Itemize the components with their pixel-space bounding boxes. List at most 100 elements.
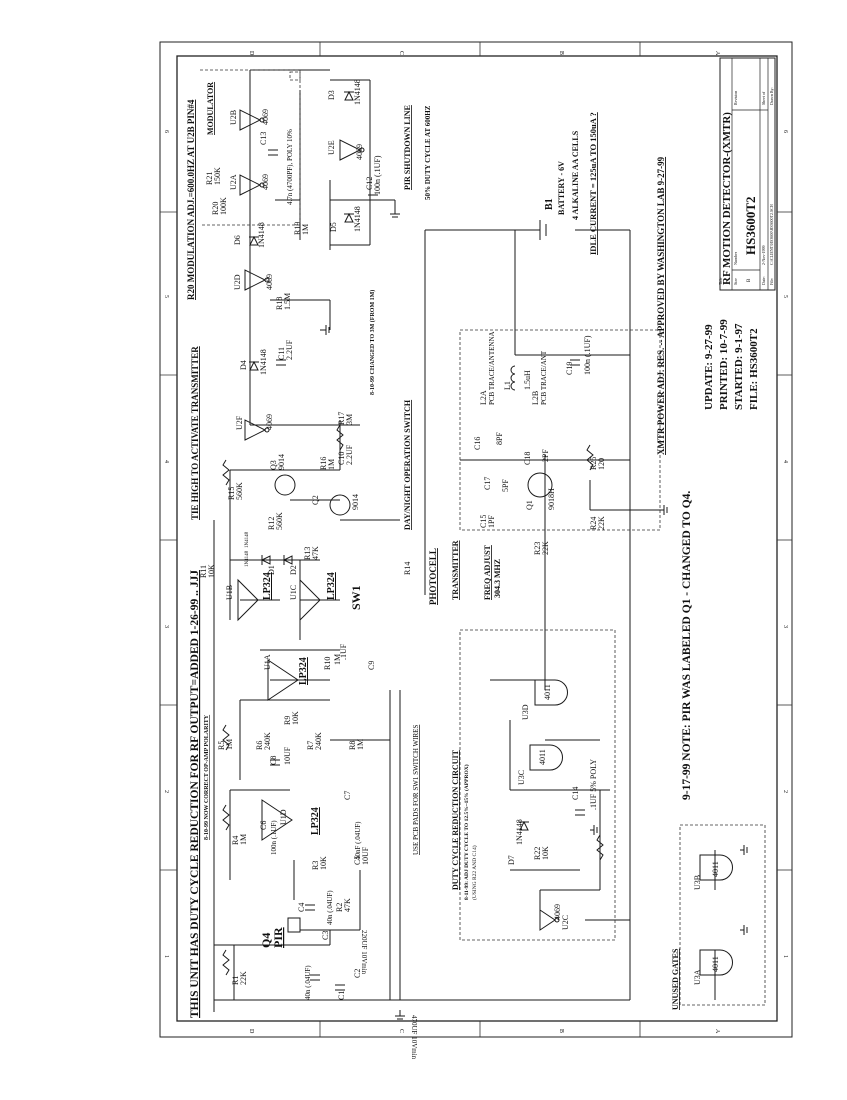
u1b-part: LP324 — [262, 572, 273, 600]
c11-label: C11 — [277, 347, 286, 360]
c11-value: 2.2UF — [285, 339, 294, 360]
r15-value: 560K — [235, 482, 244, 500]
r16-label: R16 — [319, 457, 328, 470]
d4-label: D4 — [239, 360, 248, 370]
r12-label: R12 — [267, 517, 276, 530]
note-duty-reduction-adj: 8-11-99: ADJ DUTY CYCLE TO 12.5%~15% (AP… — [463, 764, 470, 900]
u2f-bubble — [264, 427, 270, 433]
c2-label: C2 — [353, 969, 362, 978]
c8-label: C8 — [269, 756, 278, 765]
q1-symbol — [527, 472, 553, 498]
note-cells: 4 ALKALINE AA CELLS — [571, 130, 580, 220]
zone-letter-a: A — [714, 51, 720, 56]
r2-label: R2 — [335, 903, 344, 912]
r6-value: 240K — [263, 732, 272, 750]
note-opamp-polarity: 8-10-99 NOW CORRECT OP-AMP POLARITY — [204, 714, 210, 840]
zone-letter-a-bottom: A — [714, 1029, 720, 1034]
c6-label: C6 — [259, 821, 268, 830]
d7-label: D7 — [507, 855, 516, 865]
r15-label: R15 — [227, 487, 236, 500]
l2b-label: L2B — [531, 391, 540, 405]
u1d-symbol — [261, 799, 293, 841]
note-pcb-pads: USE PCB PADS FOR SW1 SWITCH WIRES — [412, 725, 420, 855]
r20-value: 100K — [219, 197, 228, 215]
r8-value: 1M — [356, 739, 365, 750]
c16-value: 8PF — [495, 432, 504, 445]
duty-reduction-box — [459, 629, 616, 941]
title-block: Title RF MOTION DETECTOR-(XMTR) Size B N… — [718, 57, 776, 291]
d5-label: D5 — [329, 222, 338, 232]
d6-value: 1N4148 — [257, 222, 266, 248]
zone-letter-c: C — [398, 51, 404, 55]
zone-number-2-right: 2 — [782, 790, 788, 793]
r2-value: 47K — [343, 898, 352, 912]
u2c-value: 4069 — [553, 904, 562, 920]
zone-markers — [160, 42, 792, 1037]
c4-label: C4 — [297, 903, 306, 912]
c1-label: C1 — [337, 991, 346, 1000]
c13-value: 4.7n (4700PF), POLY 10% — [286, 129, 294, 205]
u3d-symbol — [534, 679, 568, 706]
ground-symbols — [320, 210, 748, 1020]
drawing-title: RF MOTION DETECTOR-(XMTR) — [721, 112, 733, 285]
note-day-night: DAY/NIGHT OPERATION SWITCH — [403, 399, 412, 530]
modulator-box — [200, 69, 301, 226]
c13-label: C13 — [259, 132, 268, 145]
zone-number-3: 3 — [163, 625, 169, 628]
note-transmitter: TRANSMITTER — [451, 540, 460, 600]
q1-label: Q1 — [525, 500, 534, 510]
note-modulator: MODULATOR — [206, 82, 215, 135]
r11-label: R11 — [199, 565, 208, 578]
zone-number-2: 2 — [163, 790, 169, 793]
r25-label: R25 — [589, 457, 598, 470]
u2f-value: 4069 — [265, 414, 274, 430]
zone-number-1: 1 — [163, 955, 169, 958]
note-freq-value: 304.3 MHZ — [493, 559, 502, 598]
r17-label: R17 — [337, 412, 346, 425]
u2c-label: U2C — [561, 915, 570, 930]
c10-label: C10 — [337, 452, 346, 465]
c12-value: 100n (.1UF) — [373, 155, 382, 195]
r9-value: 10K — [291, 711, 300, 725]
zone-number-4-right: 4 — [782, 460, 788, 463]
sheet-label: Sheet of — [761, 91, 766, 105]
wiring — [213, 69, 716, 1012]
u2b-value: 4069 — [261, 109, 270, 125]
r17-value: 3M — [345, 414, 354, 425]
l1-symbol — [510, 365, 516, 391]
c3-value: 40n (.04UF) — [304, 965, 312, 1000]
u3b-value: 4011 — [711, 861, 720, 877]
zone-letter-c-bottom: C — [398, 1029, 404, 1033]
r11-value: 10K — [207, 564, 216, 578]
note-r20-modulation: R20 MODULATION ADJ.=600.0HZ AT U2B PIN#4 — [186, 99, 196, 300]
d6-label: D6 — [233, 235, 242, 245]
r19-value: 1M — [301, 224, 310, 235]
u3c-label: U3C — [517, 770, 526, 785]
c19-value: 100n (.1UF) — [583, 335, 592, 375]
r20-label: R20 — [211, 202, 220, 215]
capacitor-symbols — [268, 149, 585, 991]
zone-letter-d: D — [248, 51, 254, 56]
c15-label: C15 — [479, 515, 488, 528]
q3-value: 9014 — [277, 454, 286, 470]
note-duty-50: 50% DUTY CYCLE AT 600HZ — [424, 105, 432, 200]
size-label: Size — [733, 278, 738, 285]
zone-number-4: 4 — [163, 460, 169, 463]
r3-value: 10K — [319, 856, 328, 870]
zone-number-3-right: 3 — [782, 625, 788, 628]
unused-gates-box — [679, 824, 766, 1006]
pir-label: PIR — [271, 927, 285, 948]
u1c-symbol — [299, 578, 321, 622]
u1c-part: LP324 — [326, 572, 337, 600]
r18-value: 1.5M — [283, 293, 292, 310]
u2e-value: 4069 — [355, 144, 364, 160]
c9-label: C9 — [367, 661, 376, 670]
u1a-label: U1A — [263, 654, 272, 670]
c2-value: 220UF 10Vmin — [360, 930, 368, 975]
zone-numbers: 1 2 3 4 5 6 1 2 3 4 5 6 — [163, 130, 788, 958]
r3-label: R3 — [311, 861, 320, 870]
r25-value: 120 — [597, 458, 606, 470]
outer-border — [159, 41, 793, 1038]
